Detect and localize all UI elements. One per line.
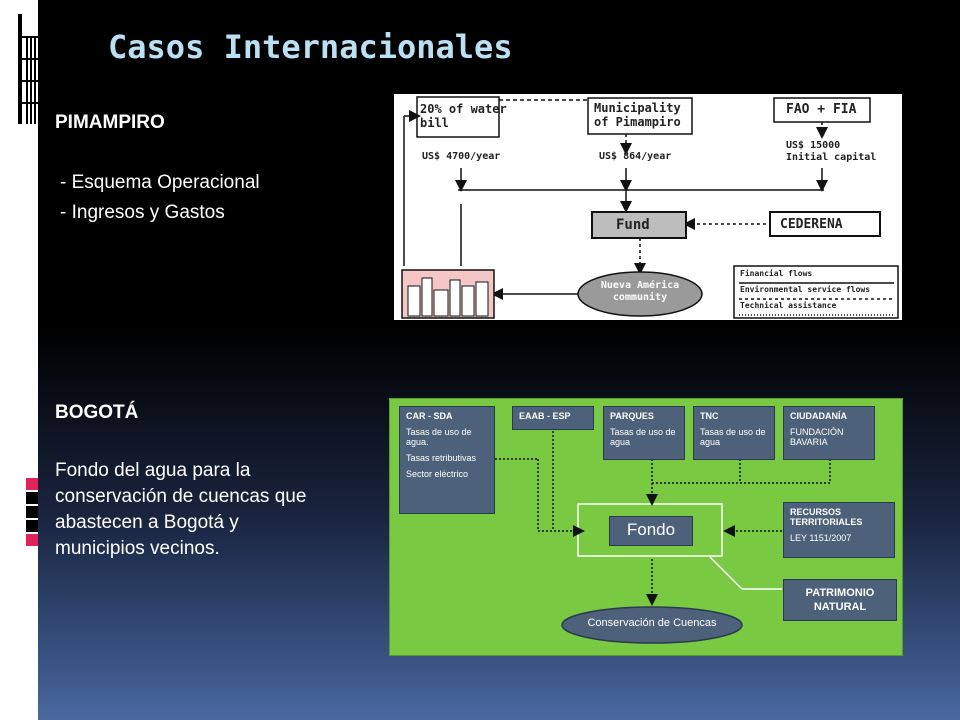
tnc-line: Tasas de uso de agua xyxy=(700,427,766,447)
water-bill-line2: bill xyxy=(420,116,449,130)
fund-label: Fund xyxy=(616,217,650,233)
municipality-line1: Municipality xyxy=(594,101,681,115)
fao-amount-line2: Initial capital xyxy=(786,152,877,163)
car-line: Tasas de uso de agua. xyxy=(406,427,472,447)
water-bill-label: 20% of water bill xyxy=(420,102,507,130)
bogota-diagram: CAR - SDA Tasas de uso de agua. Tasas re… xyxy=(389,398,903,656)
paragraph-line: abastecen a Bogotá y xyxy=(55,512,239,533)
box-car-sda: CAR - SDA Tasas de uso de agua. Tasas re… xyxy=(399,406,495,514)
recursos-line: LEY 1151/2007 xyxy=(790,533,852,543)
parques-title: PARQUES xyxy=(610,411,654,421)
water-bill-line1: 20% of water xyxy=(420,102,507,116)
water-amount: US$ 4700/year xyxy=(422,151,501,162)
ciudadania-line: FUNDACIÓN BAVARIA xyxy=(790,427,844,447)
bogota-paragraph: Fondo del agua para la conservación de c… xyxy=(55,458,355,562)
cederena-label: CEDERENA xyxy=(780,217,843,232)
fao-label: FAO + FIA xyxy=(786,102,857,117)
pimampiro-diagram: 20% of water bill US$ 4700/year Municipa… xyxy=(394,94,902,320)
eaab-title: EAAB - ESP xyxy=(519,411,571,421)
legend-technical: Technical assistance xyxy=(740,301,837,310)
corner-decoration xyxy=(18,14,44,124)
bullet-ingresos: - Ingresos y Gastos xyxy=(60,202,225,223)
municipality-line2: of Pimampiro xyxy=(594,115,681,129)
car-line: Sector eléctrico xyxy=(406,469,469,479)
fao-amount-line1: US$ 15000 xyxy=(786,140,841,151)
fondo-label: Fondo xyxy=(626,520,676,539)
box-fondo: Fondo xyxy=(609,516,693,546)
paragraph-line: Fondo del agua para la xyxy=(55,460,251,481)
paragraph-line: municipios vecinos. xyxy=(55,538,220,559)
community-label: Nueva América community xyxy=(594,280,686,304)
section-heading-bogota: BOGOTÁ xyxy=(55,402,139,423)
community-line2: community xyxy=(612,292,668,303)
box-patrimonio: PATRIMONIO NATURAL xyxy=(783,579,897,621)
municipality-amount: US$ 864/year xyxy=(599,151,672,162)
slide-title: Casos Internacionales xyxy=(108,28,513,66)
municipality-label: Municipality of Pimampiro xyxy=(594,101,681,129)
paragraph-line: conservación de cuencas que xyxy=(55,486,307,507)
legend-environmental: Environmental service flows xyxy=(740,285,871,294)
box-tnc: TNC Tasas de uso de agua xyxy=(693,406,775,460)
pimampiro-connectors xyxy=(401,96,899,319)
box-ciudadania: CIUDADANÍA FUNDACIÓN BAVARIA xyxy=(783,406,875,460)
conservacion-label: Conservación de Cuencas xyxy=(587,617,717,629)
box-recursos: RECURSOS TERRITORIALES LEY 1151/2007 xyxy=(783,502,895,558)
accent-squares xyxy=(26,478,38,558)
tnc-title: TNC xyxy=(700,411,719,421)
patrimonio-label: PATRIMONIO NATURAL xyxy=(805,587,875,613)
ciudadania-title: CIUDADANÍA xyxy=(790,411,847,421)
community-line1: Nueva América xyxy=(600,280,680,291)
car-title: CAR - SDA xyxy=(406,411,453,421)
fao-amount: US$ 15000 Initial capital xyxy=(786,140,876,164)
parques-line: Tasas de uso de agua xyxy=(610,427,676,447)
legend-financial: Financial flows xyxy=(740,269,813,278)
recursos-title: RECURSOS TERRITORIALES xyxy=(790,507,863,527)
box-eaab-esp: EAAB - ESP xyxy=(512,406,594,430)
bullet-esquema: - Esquema Operacional xyxy=(60,172,260,193)
car-line: Tasas retributivas xyxy=(406,453,477,463)
box-parques: PARQUES Tasas de uso de agua xyxy=(603,406,685,460)
section-heading-pimampiro: PIMAMPIRO xyxy=(55,112,165,133)
bogota-connectors xyxy=(495,431,831,644)
